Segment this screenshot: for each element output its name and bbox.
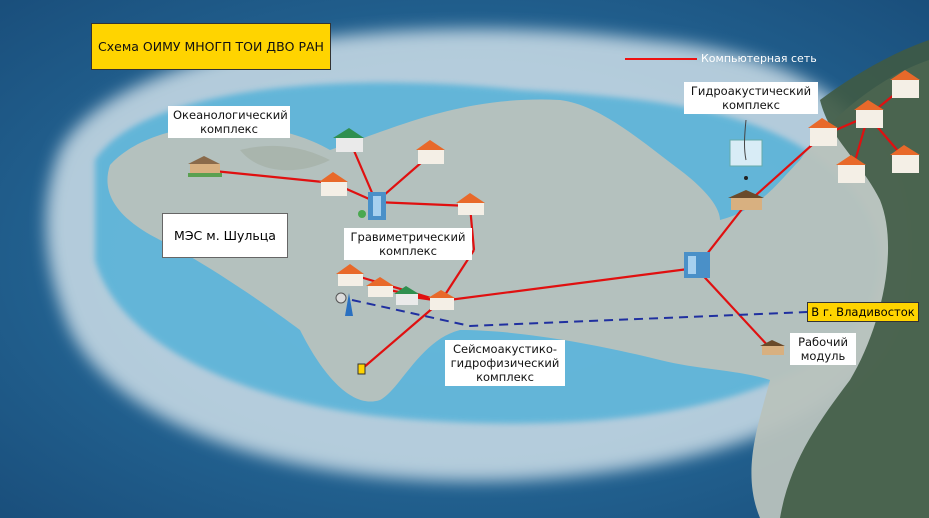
label-work-module: Рабочий модуль xyxy=(790,333,856,365)
house-icon xyxy=(728,190,764,210)
building-icon xyxy=(684,252,710,278)
map-title: Схема ОИМУ МНОГП ТОИ ДВО РАН xyxy=(91,23,331,70)
label-hydroacoustic: Гидроакустический комплекс xyxy=(684,82,818,114)
building-icon xyxy=(358,192,386,220)
house-icon xyxy=(760,340,785,355)
house-icon xyxy=(319,172,348,196)
house-icon xyxy=(333,128,364,152)
house-icon xyxy=(428,290,455,310)
house-icon xyxy=(188,156,222,177)
legend-line-icon xyxy=(625,57,697,60)
house-icon xyxy=(808,118,838,146)
house-icon xyxy=(336,264,364,286)
house-icon xyxy=(394,286,419,305)
sensor-marker xyxy=(357,363,366,375)
house-icon xyxy=(854,100,884,128)
legend-label: Компьютерная сеть xyxy=(701,52,817,65)
house-icon xyxy=(416,140,445,164)
label-vladivostok: В г. Владивосток xyxy=(807,302,919,322)
antenna-icon xyxy=(335,292,353,316)
house-icon xyxy=(836,155,866,183)
label-gravimetric: Гравиметрический комплекс xyxy=(344,228,472,260)
house-icon xyxy=(456,193,485,215)
house-icon xyxy=(890,145,920,173)
label-oceanological: Океанологический комплекс xyxy=(168,106,290,138)
label-seismo: Сейсмоакустико-гидрофизический комплекс xyxy=(445,340,565,386)
label-mes: МЭС м. Шульца xyxy=(162,213,288,258)
legend: Компьютерная сеть xyxy=(625,52,817,65)
house-icon xyxy=(366,277,394,297)
house-icon xyxy=(890,70,920,98)
hydrophone-icon xyxy=(729,119,763,180)
